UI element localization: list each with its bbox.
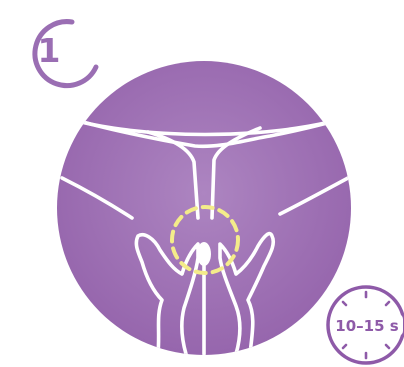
timer-label: 10–15 s [335, 317, 398, 335]
swab-tip [197, 242, 211, 266]
step-number-text: 1 [38, 31, 61, 70]
timer-badge: 10–15 s [328, 287, 404, 363]
step-number-badge: 1 [35, 22, 96, 86]
